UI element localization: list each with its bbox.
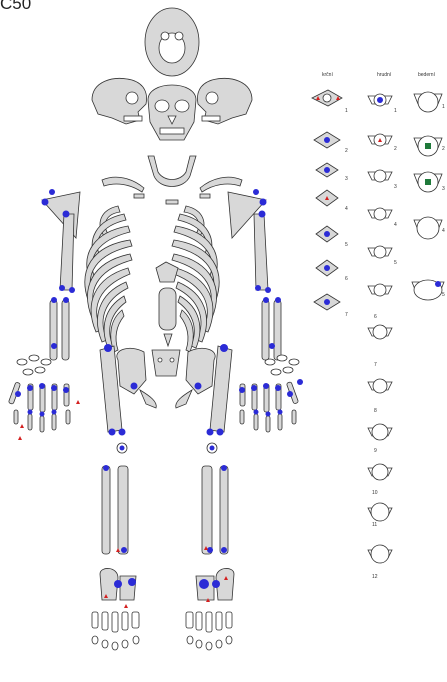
cervical-number: 5 — [345, 242, 348, 248]
lumbar-vertebrae — [412, 92, 444, 300]
pelvis — [117, 348, 215, 408]
thoracic-number: 5 — [394, 260, 397, 266]
lumbar-number: 4 — [442, 228, 445, 234]
lumbar-number: 3 — [442, 186, 445, 192]
skull-frontal — [148, 85, 196, 140]
humerus-right — [254, 211, 271, 294]
thoracic-number: 3 — [394, 184, 397, 190]
leg-left — [102, 465, 128, 554]
forearm-left — [50, 297, 69, 360]
hand-left — [8, 355, 80, 440]
thoracic-number: 2 — [394, 146, 397, 152]
mandible — [134, 156, 210, 204]
thoracic-number: 8 — [374, 408, 377, 414]
column-header-lumbar: bederní — [418, 72, 436, 78]
cervical-number: 1 — [345, 108, 348, 114]
lumbar-number: 5 — [442, 292, 445, 298]
ribs-left — [85, 206, 132, 352]
lumbar-number: 1 — [442, 104, 445, 110]
thoracic-number: 12 — [372, 574, 378, 580]
forearm-right — [262, 297, 281, 360]
cervical-number: 3 — [345, 176, 348, 182]
column-header-cervical: krční — [322, 72, 333, 78]
skull-right-lateral — [197, 78, 252, 124]
patellae — [117, 443, 217, 453]
thoracic-number: 1 — [394, 108, 397, 114]
humerus-left — [59, 211, 75, 294]
cervical-number: 7 — [345, 312, 348, 318]
thoracic-number: 9 — [374, 448, 377, 454]
thoracic-number: 4 — [394, 222, 397, 228]
skull-left-lateral — [92, 78, 147, 124]
lumbar-number: 2 — [442, 146, 445, 152]
foot-left — [92, 568, 139, 650]
skull-top-view — [145, 8, 199, 76]
thoracic-number: 11 — [372, 522, 377, 528]
thoracic-number: 10 — [372, 490, 378, 496]
column-header-thoracic: hrudní — [377, 72, 392, 78]
cervical-number: 4 — [345, 206, 348, 212]
ribs-right — [172, 206, 219, 352]
cervical-vertebrae — [312, 90, 342, 310]
cervical-number: 2 — [345, 148, 348, 154]
foot-right — [186, 568, 234, 650]
leg-right — [202, 465, 228, 554]
sternum — [156, 262, 178, 346]
scapula-left — [42, 189, 81, 238]
thoracic-number: 6 — [374, 314, 377, 320]
hand-right — [239, 355, 303, 432]
thoracic-number: 7 — [374, 362, 377, 368]
cervical-number: 6 — [345, 276, 348, 282]
